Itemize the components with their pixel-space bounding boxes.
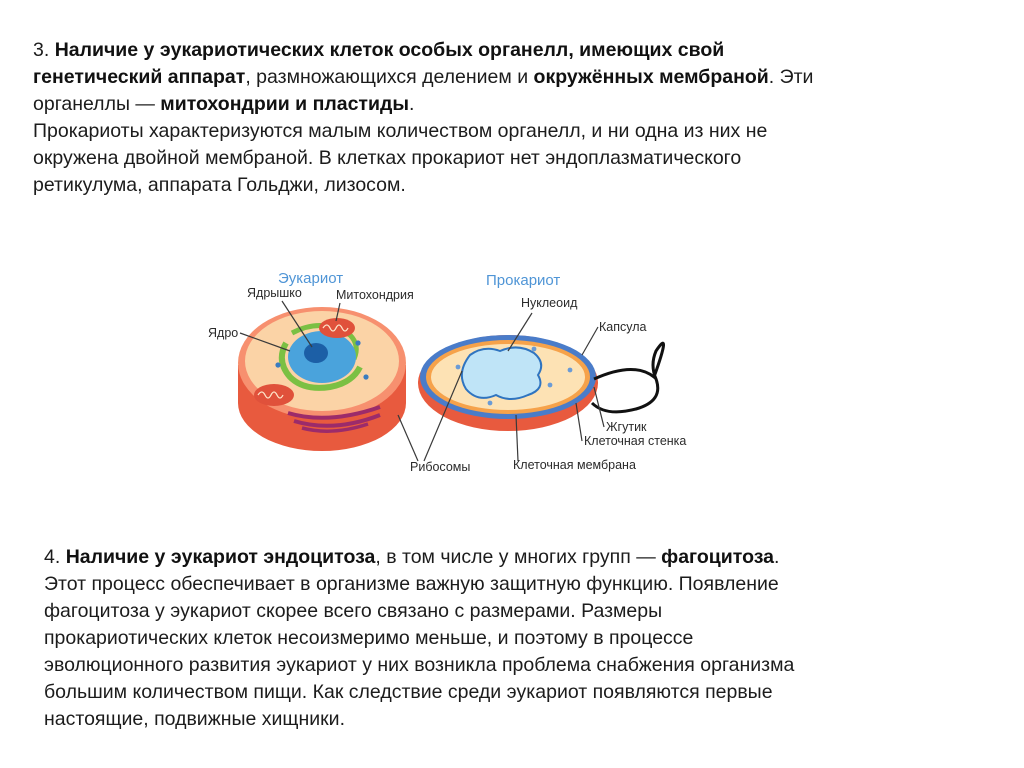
euk-ribosome-3 bbox=[355, 340, 361, 346]
s4-line-7: настоящие, подвижные хищники. bbox=[44, 708, 345, 730]
section-3-paragraph: 3. Наличие у эукариотических клеток особ… bbox=[33, 37, 993, 199]
euk-er-2 bbox=[290, 322, 359, 360]
s3-text-2: , размножающихся делением и bbox=[245, 66, 534, 88]
s4-text-2: . bbox=[774, 546, 780, 568]
leader-mitochondria bbox=[335, 302, 341, 322]
label-nucleus: Ядро bbox=[208, 326, 238, 340]
leader-flagellum bbox=[593, 386, 605, 428]
leader-ribosomes-2 bbox=[423, 370, 463, 462]
s3-line-1: 3. Наличие у эукариотических клеток особ… bbox=[33, 37, 993, 64]
prok-nucleoid bbox=[460, 346, 543, 400]
euk-golgi-3 bbox=[301, 422, 369, 433]
prokaryote-cell bbox=[418, 335, 665, 431]
prok-ribosome-3 bbox=[531, 346, 537, 352]
s4-text-1: , в том числе у многих групп — bbox=[375, 546, 662, 568]
label-ribosomes: Рибосомы bbox=[410, 460, 470, 474]
s4-line-3: фагоцитоза у эукариот скорее всего связа… bbox=[44, 600, 663, 622]
leader-cell-wall bbox=[575, 402, 583, 442]
s4-line-4: прокариотических клеток несоизмеримо мен… bbox=[44, 627, 694, 649]
eukaryote-cell bbox=[238, 307, 406, 451]
prokaryote-title: Прокариот bbox=[486, 272, 560, 289]
s3-line-4: Прокариоты характеризуются малым количес… bbox=[33, 120, 768, 142]
label-flagellum: Жгутик bbox=[606, 420, 647, 434]
label-cell-wall: Клеточная стенка bbox=[584, 434, 686, 448]
s3-line-2: генетический аппарат, размножающихся дел… bbox=[33, 64, 993, 91]
s3-bold-2: генетический аппарат bbox=[33, 66, 246, 88]
prok-ribosome bbox=[455, 364, 461, 370]
leader-ribosomes-1 bbox=[397, 414, 419, 462]
euk-mitochondrion-1 bbox=[319, 318, 355, 338]
s3-text-4: органеллы — bbox=[33, 93, 161, 115]
mito-crista-2 bbox=[257, 391, 284, 399]
prok-flagellum bbox=[590, 341, 665, 414]
euk-ribosome-2 bbox=[275, 362, 281, 368]
label-capsule: Капсула bbox=[599, 320, 647, 334]
s4-bold-2: фагоцитоза bbox=[661, 546, 775, 568]
label-nucleolus: Ядрышко bbox=[247, 286, 302, 300]
s4-line-1: 4. Наличие у эукариот эндоцитоза, в том … bbox=[44, 544, 999, 571]
label-nucleoid: Нуклеоид bbox=[521, 296, 578, 310]
leader-capsule bbox=[581, 326, 599, 356]
euk-nucleolus bbox=[304, 343, 328, 363]
s4-line-5: эволюционного развития эукариот у них во… bbox=[44, 654, 795, 676]
s3-line-6: ретикулума, аппарата Гольджи, лизосом. bbox=[33, 174, 406, 196]
s3-bold-4: митохондрии и пластиды bbox=[160, 93, 409, 115]
section-4-paragraph: 4. Наличие у эукариот эндоцитоза, в том … bbox=[44, 544, 999, 733]
s3-line-5: окружена двойной мембраной. В клетках пр… bbox=[33, 147, 742, 169]
euk-mitochondrion-2 bbox=[254, 384, 294, 406]
euk-golgi bbox=[287, 405, 381, 420]
prok-ribosome-5 bbox=[567, 367, 573, 373]
s4-line-2: Этот процесс обеспечивает в организме ва… bbox=[44, 573, 779, 595]
leader-nucleoid bbox=[507, 312, 533, 352]
s3-bold-1: Наличие у эукариотических клеток особых … bbox=[54, 39, 725, 61]
prok-ribosome-4 bbox=[487, 400, 493, 406]
eukaryote-title: Эукариот bbox=[278, 270, 343, 287]
s3-number: 3. bbox=[33, 39, 50, 61]
prok-ribosome-2 bbox=[547, 382, 553, 388]
s3-text-3: . Эти bbox=[768, 66, 814, 88]
s3-text-5: . bbox=[409, 93, 415, 115]
s4-bold-1: Наличие у эукариот эндоцитоза bbox=[65, 546, 376, 568]
euk-er bbox=[278, 341, 363, 391]
s4-line-6: большим количеством пищи. Как следствие … bbox=[44, 681, 773, 703]
leader-cell-membrane bbox=[515, 414, 519, 462]
s4-number: 4. bbox=[44, 546, 66, 568]
s3-line-3: органеллы — митохондрии и пластиды. bbox=[33, 91, 993, 118]
s3-bold-3: окружённых мембраной bbox=[533, 66, 769, 88]
euk-golgi-2 bbox=[293, 413, 381, 428]
leader-nucleolus bbox=[281, 300, 313, 348]
label-mitochondria: Митохондрия bbox=[336, 288, 414, 302]
euk-ribosome bbox=[363, 374, 369, 380]
mito-crista-1 bbox=[322, 324, 349, 332]
cell-comparison-diagram: Эукариот Прокариот Ядрышко Митохондрия Я… bbox=[208, 270, 686, 474]
leader-nucleus bbox=[239, 332, 291, 352]
label-cell-membrane: Клеточная мембрана bbox=[513, 458, 636, 472]
